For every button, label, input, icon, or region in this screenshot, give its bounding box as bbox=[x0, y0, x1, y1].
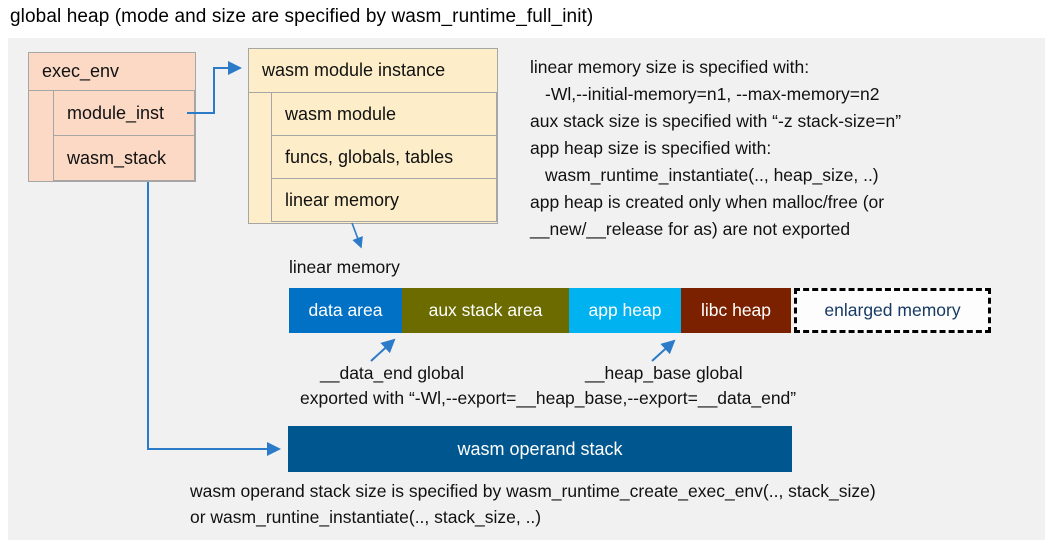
diagram-canvas: exec_env module_inst wasm_stack wasm mod… bbox=[8, 38, 1045, 540]
note-line: linear memory size is specified with: bbox=[530, 57, 810, 77]
module-instance-box: wasm module instance wasm module funcs, … bbox=[248, 48, 498, 224]
heap-base-global-label: __heap_base global bbox=[585, 363, 743, 383]
segment-aux-stack-area: aux stack area bbox=[402, 288, 569, 333]
note-line: aux stack size is specified with “-z sta… bbox=[530, 111, 902, 131]
exec-env-row-module-inst: module_inst bbox=[53, 90, 195, 136]
size-notes: linear memory size is specified with: -W… bbox=[530, 54, 1035, 243]
linear-memory-label: linear memory bbox=[289, 257, 400, 277]
note-line: app heap is created only when malloc/fre… bbox=[530, 192, 885, 212]
footer-line: wasm operand stack size is specified by … bbox=[190, 481, 876, 501]
note-line: app heap size is specified with: bbox=[530, 138, 772, 158]
note-line: wasm_runtime_instantiate(.., heap_size, … bbox=[545, 165, 879, 185]
page-title: global heap (mode and size are specified… bbox=[10, 6, 594, 27]
note-line: __new/__release for as) are not exported bbox=[530, 219, 851, 239]
segment-app-heap: app heap bbox=[569, 288, 681, 333]
module-instance-row-funcs-globals-tables: funcs, globals, tables bbox=[271, 135, 497, 179]
note-line: -Wl,--initial-memory=n1, --max-memory=n2 bbox=[545, 84, 880, 104]
segment-enlarged-memory: enlarged memory bbox=[794, 288, 991, 333]
segment-libc-heap: libc heap bbox=[681, 288, 791, 333]
export-flags-label: exported with “-Wl,--export=__heap_base,… bbox=[300, 388, 797, 408]
exec-env-header: exec_env bbox=[29, 53, 195, 91]
exec-env-row-wasm-stack: wasm_stack bbox=[53, 135, 195, 181]
module-instance-row-linear-memory: linear memory bbox=[271, 178, 497, 222]
wasm-operand-stack-bar: wasm operand stack bbox=[288, 426, 792, 472]
footer-line: or wasm_runtine_instantiate(.., stack_si… bbox=[190, 507, 542, 527]
module-instance-row-wasm-module: wasm module bbox=[271, 92, 497, 136]
segment-data-area: data area bbox=[289, 288, 402, 333]
module-instance-header: wasm module instance bbox=[249, 49, 497, 93]
exec-env-box: exec_env module_inst wasm_stack bbox=[28, 52, 196, 182]
footer-notes: wasm operand stack size is specified by … bbox=[190, 478, 1050, 530]
data-end-global-label: __data_end global bbox=[320, 363, 465, 383]
